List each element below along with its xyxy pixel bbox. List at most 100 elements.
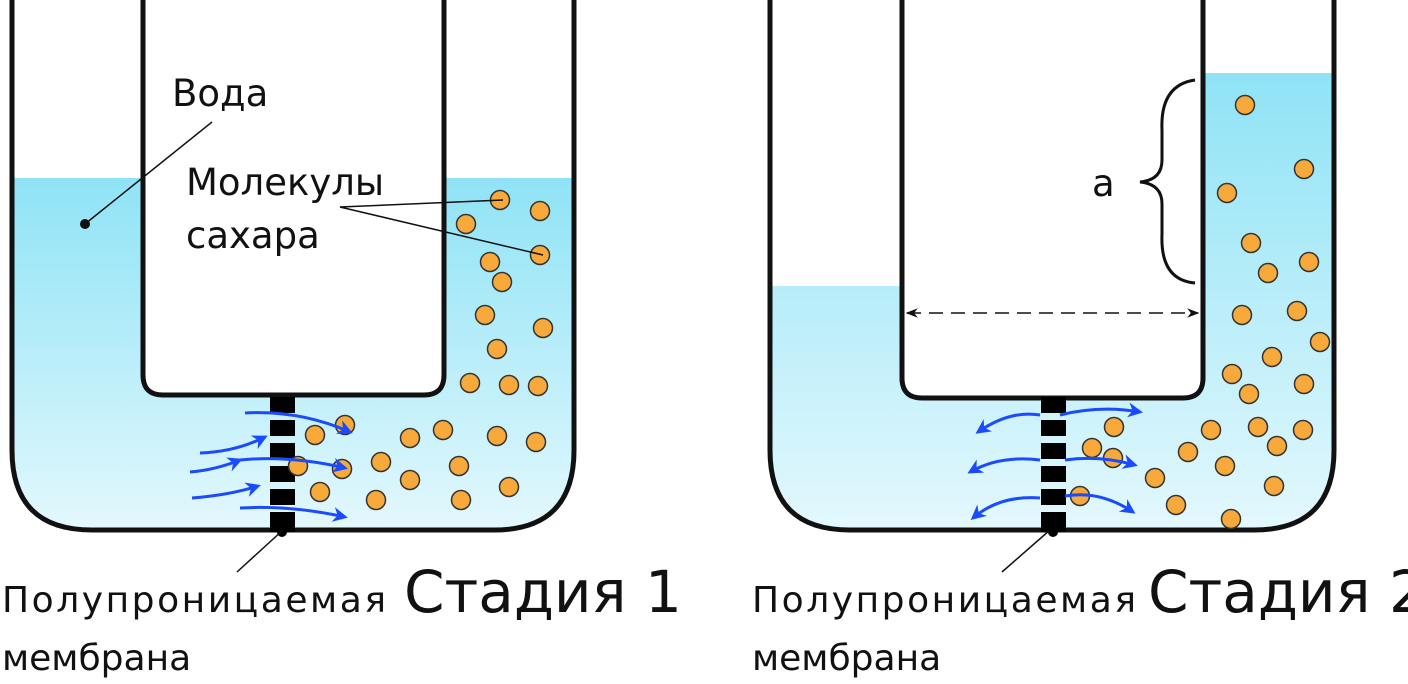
sugar-molecule [1144, 467, 1166, 489]
membrane-segment [1041, 443, 1066, 459]
water-label: Вода [172, 72, 268, 115]
water-flow-arrow [191, 482, 261, 500]
water-flow-arrow [1064, 454, 1138, 469]
inner-tube-stage-2 [899, 0, 1206, 401]
sugar-leader-line-2 [339, 206, 544, 256]
membrane-segment [1041, 466, 1066, 482]
sugar-molecule [1293, 158, 1315, 180]
sugar-molecule [529, 200, 551, 222]
water-flow-arrow [239, 505, 348, 522]
stage-1-title: Стадия 1 [404, 558, 682, 626]
water-leader-line [84, 121, 213, 225]
sugar-label-line1: Молекулы [186, 161, 384, 204]
membrane-leader-line-2 [1001, 529, 1051, 573]
sugar-molecules-stage-1 [287, 189, 554, 511]
sugar-molecule [331, 458, 353, 480]
water-flow-arrow [1064, 493, 1136, 514]
sugar-molecule [491, 271, 513, 293]
water-flow-arrow [967, 457, 1041, 474]
membrane-leader-dot [1048, 527, 1058, 537]
water-flow-arrow [189, 457, 243, 474]
sugar-molecule [1081, 437, 1103, 459]
sugar-molecule [1298, 251, 1320, 273]
sugar-molecule [334, 414, 356, 436]
sugar-molecule [399, 427, 421, 449]
membrane-segment [1041, 420, 1066, 436]
membrane-segment [270, 512, 295, 532]
sugar-molecule [525, 431, 547, 453]
membrane-label-line2: мембрана [2, 638, 191, 679]
membrane-segment [1041, 397, 1066, 413]
sugar-molecule [532, 317, 554, 339]
sugar-molecule [1309, 331, 1331, 353]
sugar-molecule [1286, 300, 1308, 322]
sugar-molecule [527, 375, 549, 397]
sugar-molecule [450, 489, 472, 511]
water-flow-arrow [970, 496, 1041, 520]
sugar-molecule [498, 374, 520, 396]
sugar-molecule [432, 419, 454, 441]
sugar-molecule [1263, 475, 1285, 497]
sugar-molecule [304, 424, 326, 446]
water-flow-arrow [975, 412, 1041, 434]
sugar-label-line2: сахара [186, 214, 320, 257]
inner-tube-stage-1 [140, 0, 447, 398]
water-left-stage-2 [770, 73, 1334, 530]
sugar-molecule [486, 425, 508, 447]
sugar-molecule [455, 213, 477, 235]
water-flow-arrow [239, 457, 348, 473]
sugar-molecule [479, 251, 501, 273]
stage-2-title: Стадия 2 [1148, 558, 1408, 626]
membrane-label-line1: Полупроницаемая [2, 580, 386, 621]
sugar-molecule [1177, 441, 1199, 463]
height-brace [1139, 78, 1196, 285]
water-flow-arrow [1059, 402, 1143, 418]
sugar-molecule [399, 469, 421, 491]
membrane-label-line1-stage-2: Полупроницаемая [752, 580, 1136, 621]
sugar-molecule [1220, 508, 1242, 530]
sugar-molecule [1293, 373, 1315, 395]
sugar-molecule [448, 455, 470, 477]
sugar-molecule [1216, 182, 1238, 204]
water-leader-dot [80, 219, 90, 229]
sugar-molecule [1231, 304, 1253, 326]
membrane-segment [270, 489, 295, 505]
sugar-molecule [1266, 435, 1288, 457]
sugar-molecule [309, 481, 331, 503]
membrane-leader-dot [277, 527, 287, 537]
sugar-leader-line-1 [339, 199, 504, 208]
sugar-molecule [1240, 232, 1262, 254]
membrane-leader-line-1 [236, 529, 284, 573]
sugar-molecule [1214, 455, 1236, 477]
sugar-molecule [1292, 419, 1314, 441]
sugar-molecule [474, 304, 496, 326]
sugar-molecule [486, 338, 508, 360]
water-flow-arrow [199, 435, 268, 455]
membrane-stage-2 [1041, 397, 1066, 537]
water-flow-arrows-stage-1 [189, 411, 353, 522]
stage-2: a Полупроницаемая мембрана Стадия 2 [752, 0, 1408, 679]
water-flow-arrow [244, 411, 353, 435]
sugar-molecule [1257, 262, 1279, 284]
sugar-molecule [1238, 383, 1260, 405]
height-label: a [1092, 162, 1115, 205]
sugar-molecule [1261, 346, 1283, 368]
sugar-molecules-stage-2 [1069, 94, 1331, 530]
water-flow-arrows-stage-2 [967, 402, 1143, 520]
membrane-segment [270, 420, 295, 436]
sugar-molecule [459, 372, 481, 394]
membrane-label-line2-stage-2: мембрана [752, 638, 941, 679]
membrane-segment [270, 443, 295, 459]
sugar-molecule [365, 489, 387, 511]
sugar-molecule [498, 476, 520, 498]
sugar-molecule [1247, 416, 1269, 438]
membrane-segment [1041, 489, 1066, 505]
membrane-segment [270, 397, 295, 413]
sugar-molecule [1234, 94, 1256, 116]
sugar-molecule [1165, 494, 1187, 516]
sugar-molecule [1200, 419, 1222, 441]
water-stage-1 [12, 178, 574, 530]
sugar-molecule [1221, 363, 1243, 385]
